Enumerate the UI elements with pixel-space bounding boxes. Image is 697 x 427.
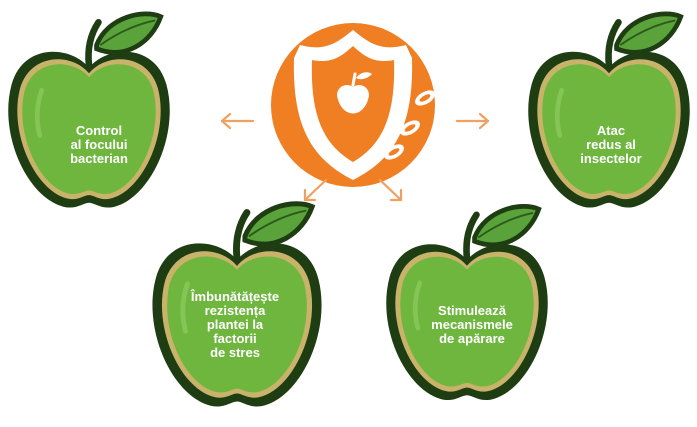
apple-label-right: Atac redus al insectelor (580, 123, 642, 166)
arrow-bottom-right (378, 178, 403, 202)
apple-label-bottom-left: Îmbunătățește rezistența plantei la fact… (190, 289, 280, 360)
arrow-left (220, 112, 255, 130)
arrow-bottom-left (303, 178, 328, 202)
apple-label-left: Control al focului bacterian (70, 123, 128, 166)
apple-label-bottom-right: Stimulează mecanismele de apărare (431, 303, 513, 346)
arrow-right (455, 112, 490, 130)
shield-apple-icon (271, 23, 435, 187)
apple-right (528, 14, 690, 208)
apple-left (8, 14, 170, 208)
